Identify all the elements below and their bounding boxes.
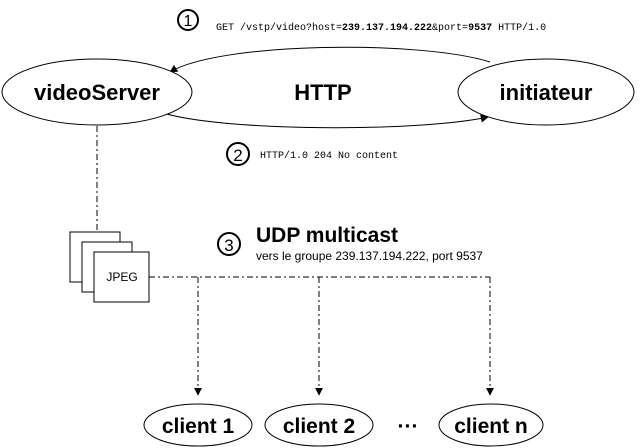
step-2: 2 HTTP/1.0 204 No content — [226, 142, 398, 166]
step-1-request: GET /vstp/video?host=239.137.194.222&por… — [216, 22, 546, 34]
response-arrow — [159, 111, 489, 129]
step-2-circle — [226, 142, 250, 166]
multicast-group-info: vers le groupe 239.137.194.222, port 953… — [256, 249, 483, 263]
client-1-label: client 1 — [162, 415, 235, 438]
step-1-number: 1 — [184, 13, 193, 30]
jpeg-frames-stack: JPEG — [69, 231, 150, 303]
udp-multicast-title: UDP multicast — [256, 224, 398, 247]
step-1: 1 GET /vstp/video?host=239.137.194.222&p… — [177, 9, 546, 34]
jpeg-label: JPEG — [106, 270, 137, 284]
step-3-number: 3 — [224, 236, 233, 255]
video-server-label: videoServer — [34, 80, 160, 105]
client-n-label: client n — [454, 415, 528, 438]
more-clients-ellipsis: ··· — [398, 415, 419, 438]
http-label: HTTP — [294, 80, 351, 105]
initiator-label: initiateur — [500, 80, 593, 105]
request-arrow — [169, 46, 491, 73]
step-1-circle — [177, 9, 199, 31]
step-2-number: 2 — [233, 146, 242, 165]
client-2-label: client 2 — [283, 415, 355, 438]
step-3-circle — [217, 232, 241, 256]
client-2-node: client 2 — [264, 403, 374, 447]
step-3: 3 UDP multicast vers le groupe 239.137.1… — [217, 224, 483, 263]
video-server-node: videoServer — [1, 58, 193, 126]
initiator-node: initiateur — [457, 58, 635, 126]
client-1-node: client 1 — [143, 403, 253, 447]
step-2-response: HTTP/1.0 204 No content — [260, 150, 398, 162]
client-n-node: client n — [438, 403, 544, 447]
